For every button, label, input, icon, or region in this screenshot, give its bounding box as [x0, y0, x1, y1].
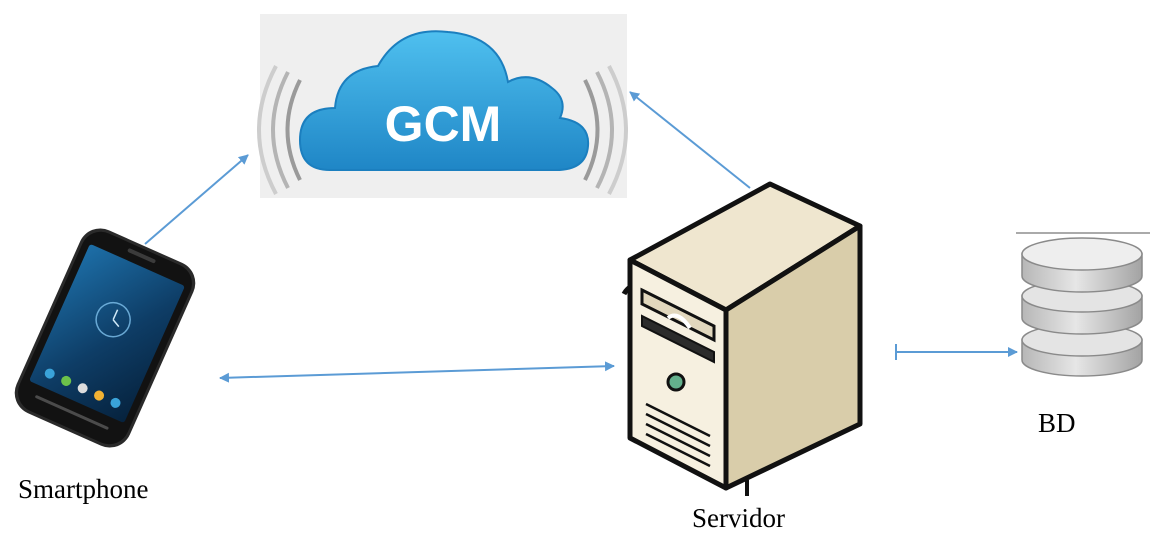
smartphone-label: Smartphone	[18, 474, 149, 504]
database-icon	[1016, 232, 1150, 377]
arrow-smartphone-server	[219, 361, 615, 383]
server-tower-icon	[621, 181, 863, 496]
database-label: BD	[1038, 408, 1076, 438]
arrow-server-to-gcm	[629, 91, 751, 189]
arrow-smartphone-to-gcm	[144, 154, 249, 245]
gcm-label: GCM	[385, 96, 502, 152]
smartphone-icon	[14, 228, 196, 448]
gcm-cloud-icon	[257, 14, 628, 198]
server-label: Servidor	[692, 503, 785, 533]
